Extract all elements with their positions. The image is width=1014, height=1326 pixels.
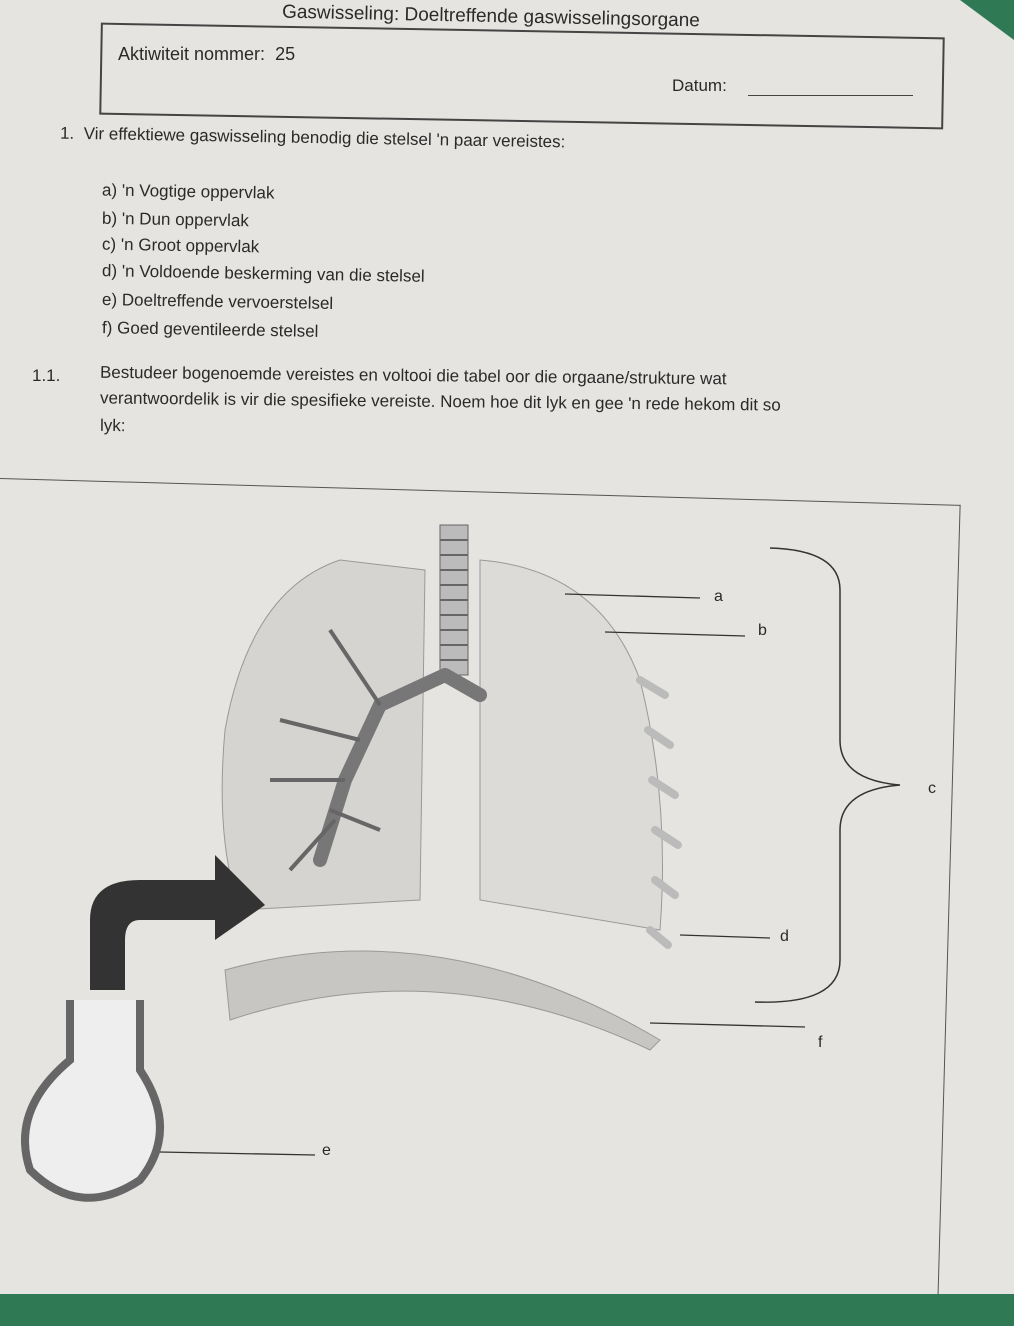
- header-box: [99, 22, 945, 130]
- bronchioles: [270, 628, 382, 872]
- activity-label: Aktiwiteit nommer:: [118, 44, 266, 64]
- question-number: 1.: [59, 123, 75, 143]
- requirement-item: a) 'n Vogtige oppervlak: [101, 180, 275, 203]
- lung-diagram: [21, 524, 901, 1202]
- question-1: 1. Vir effektiewe gaswisseling benodig d…: [60, 124, 566, 153]
- requirement-item: b) 'n Dun oppervlak: [101, 208, 250, 231]
- worksheet-page: Gaswisseling: Doeltreffende gaswisseling…: [0, 0, 1014, 1294]
- label-f: f: [818, 1034, 823, 1051]
- question-1-1-line: Bestudeer bogenoemde vereistes en voltoo…: [99, 362, 727, 389]
- requirement-item: d) 'n Voldoende beskerming van die stels…: [101, 261, 425, 286]
- alveolus: [21, 1000, 164, 1202]
- requirement-item: c) 'n Groot oppervlak: [101, 234, 260, 257]
- date-blank: [748, 95, 913, 96]
- label-e: e: [322, 1142, 331, 1159]
- diaphragm: [224, 950, 661, 1051]
- right-lung: [479, 559, 663, 931]
- label-a: a: [714, 588, 723, 605]
- label-d: d: [780, 928, 789, 945]
- label-c: c: [928, 780, 936, 797]
- question-1-1-line: verantwoordelik is vir die spesifieke ve…: [99, 388, 781, 415]
- date-label: Datum:: [672, 76, 727, 95]
- activity-value: 25: [275, 44, 296, 64]
- zoom-arrow-icon: [90, 855, 265, 990]
- requirement-item: f) Goed geventileerde stelsel: [101, 318, 319, 341]
- brace-c: [754, 547, 901, 1003]
- question-1-1-line: lyk:: [99, 415, 126, 436]
- requirement-item: e) Doeltreffende vervoerstelsel: [101, 289, 334, 314]
- label-b: b: [758, 622, 767, 639]
- question-text: Vir effektiewe gaswisseling benodig die …: [83, 124, 566, 152]
- question-1-1-number: 1.1.: [32, 366, 61, 385]
- activity-number: Aktiwiteit nommer: 25: [118, 44, 295, 65]
